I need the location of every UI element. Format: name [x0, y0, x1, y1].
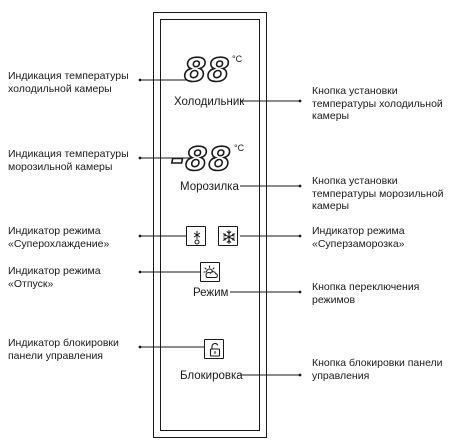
lock-button[interactable]: Блокировка: [180, 370, 243, 382]
superfreeze-indicator: [218, 226, 238, 246]
label-line: Индикатор режима: [8, 265, 101, 277]
label-line: морозильной камеры: [8, 160, 113, 173]
label-line: «Суперзаморозка»: [312, 237, 405, 250]
leader-dot: [298, 184, 302, 188]
label-line: холодильной камеры: [8, 82, 112, 95]
panel-inner-frame: [160, 19, 260, 431]
label-mode-button: Кнопка переключения режимов: [312, 281, 419, 306]
freezer-temp-display: -88: [170, 140, 232, 178]
label-line: Кнопка установки: [312, 175, 398, 187]
leader-dot: [138, 78, 142, 82]
label-line: Кнопка переключения: [312, 281, 420, 293]
leader-dot: [298, 234, 302, 238]
fridge-button[interactable]: Холодильник: [174, 96, 245, 108]
label-line: Кнопка установки: [312, 85, 398, 97]
freezer-button[interactable]: Морозилка: [180, 181, 239, 193]
label-line: камеры: [312, 110, 350, 122]
snowflake-icon: [222, 229, 236, 245]
label-line: управления: [312, 369, 370, 382]
fridge-temp-display: 88: [183, 51, 231, 89]
label-line: режимов: [312, 293, 356, 306]
vacation-indicator: [200, 262, 220, 282]
leader-dot: [298, 99, 302, 103]
label-line: «Суперохлаждение»: [8, 237, 110, 250]
label-line: камеры: [312, 200, 350, 212]
label-lock-indicator: Индикатор блокировки панели управления: [8, 337, 119, 362]
label-line: Индикатор режима: [8, 225, 101, 237]
label-freezer-temp-indication: Индикация температуры морозильной камеры: [8, 148, 129, 173]
sun-cloud-icon: [203, 265, 218, 278]
label-fridge-temp-indication: Индикация температуры холодильной камеры: [8, 70, 129, 95]
label-line: панели управления: [8, 349, 103, 362]
label-line: температуры морозильной: [312, 187, 444, 200]
mode-button[interactable]: Режим: [193, 287, 229, 299]
label-line: Индикация температуры: [8, 148, 129, 160]
leader-dot: [138, 345, 142, 349]
panel-outer-frame: [153, 12, 267, 438]
label-fridge-temp-button: Кнопка установки температуры холодильной…: [312, 85, 443, 123]
label-line: температуры холодильной: [312, 97, 443, 110]
label-lock-button: Кнопка блокировки панели управления: [312, 357, 443, 382]
label-line: «Отпуск»: [8, 277, 54, 290]
fridge-temp-unit: °C: [232, 54, 243, 64]
label-line: Индикация температуры: [8, 70, 129, 82]
leader-dot: [298, 373, 302, 377]
supercool-indicator: [186, 226, 206, 246]
leader-dot: [138, 234, 142, 238]
lock-icon: [209, 342, 221, 357]
label-line: Индикатор режима: [312, 225, 405, 237]
supercool-icon: [193, 231, 201, 245]
label-vacation-indicator: Индикатор режима «Отпуск»: [8, 265, 101, 290]
leader-dot: [138, 270, 142, 274]
label-line: Индикатор блокировки: [8, 337, 119, 349]
label-superfreeze-indicator: Индикатор режима «Суперзаморозка»: [312, 225, 405, 250]
label-supercool-indicator: Индикатор режима «Суперохлаждение»: [8, 225, 109, 250]
lock-indicator: [204, 339, 224, 359]
leader-dot: [298, 290, 302, 294]
leader-dot: [138, 156, 142, 160]
label-line: Кнопка блокировки панели: [312, 357, 443, 369]
freezer-temp-unit: °C: [234, 143, 245, 153]
label-freezer-temp-button: Кнопка установки температуры морозильной…: [312, 175, 444, 213]
